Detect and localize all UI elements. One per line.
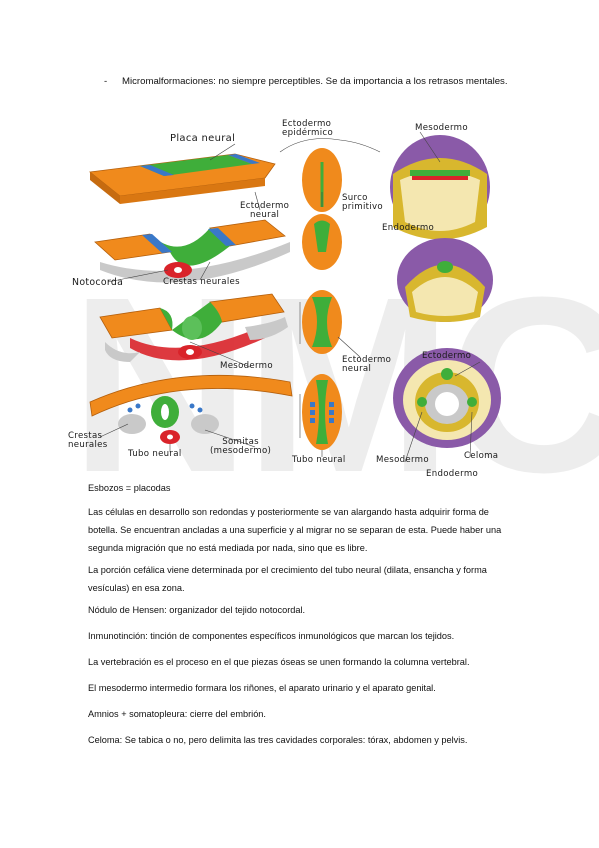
label-crestas-neurales-2: Crestas neurales [68,431,108,450]
label-crestas-neurales-1: Crestas neurales [163,277,240,287]
label-mesodermo-mid: Mesodermo [220,361,273,371]
bullet-text: Micromalformaciones: no siempre percepti… [122,76,508,87]
paragraph-porcion-cefalica: La porción cefálica viene determinada po… [88,565,487,593]
embryology-figure: Placa neural Ectodermo epidérmico Mesode… [60,112,520,484]
label-mesodermo-bottom: Mesodermo [376,455,429,465]
paragraph-amnios: Amnios + somatopleura: cierre del embrió… [88,709,266,719]
figure-drawing [89,131,501,463]
label-tubo-neural-2: Tubo neural [292,455,346,465]
label-somitas: Somitas (mesodermo) [210,437,272,456]
label-ectodermo-right: Ectodermo [422,351,472,361]
paragraph-celulas: Las células en desarrollo son redondas y… [88,507,502,553]
stage-3-neural-folds [99,293,288,362]
paragraph-esbozos: Esbozos = placodas [88,483,171,493]
dorsal-views [299,148,342,450]
label-ectodermo-neural-1: Ectodermo neural [240,201,290,220]
stage-2-neural-groove [94,219,290,283]
label-placa-neural: Placa neural [170,133,236,144]
label-celoma: Celoma [464,451,499,461]
bullet-dash: - [104,76,108,87]
paragraph-nodulo-hensen: Nódulo de Hensen: organizador del tejido… [88,605,306,615]
leader-lines [99,131,481,463]
label-endodermo-top: Endodermo [382,223,435,233]
label-notocorda: Notocorda [72,277,124,288]
paragraph-mesodermo-intermedio: El mesodermo intermedio formara los riño… [88,683,436,693]
stage-1-neural-plate [89,153,276,204]
cross-sections [390,135,501,448]
label-tubo-neural-1: Tubo neural [128,449,182,459]
paragraph-vertebracion: La vertebración es el proceso en el que … [88,657,470,667]
label-surco-primitivo: Surco primitivo [342,193,383,212]
label-ectodermo-neural-2: Ectodermo neural [342,355,392,374]
label-endodermo-bottom: Endodermo [426,469,479,479]
label-mesodermo-top: Mesodermo [415,123,468,133]
label-ectodermo-epidermico: Ectodermo epidérmico [282,119,333,138]
paragraph-celoma: Celoma: Se tabica o no, pero delimita la… [88,735,468,745]
stage-4-neural-tube [89,374,293,444]
paragraph-inmunotincion: Inmunotinción: tinción de componentes es… [88,631,455,641]
